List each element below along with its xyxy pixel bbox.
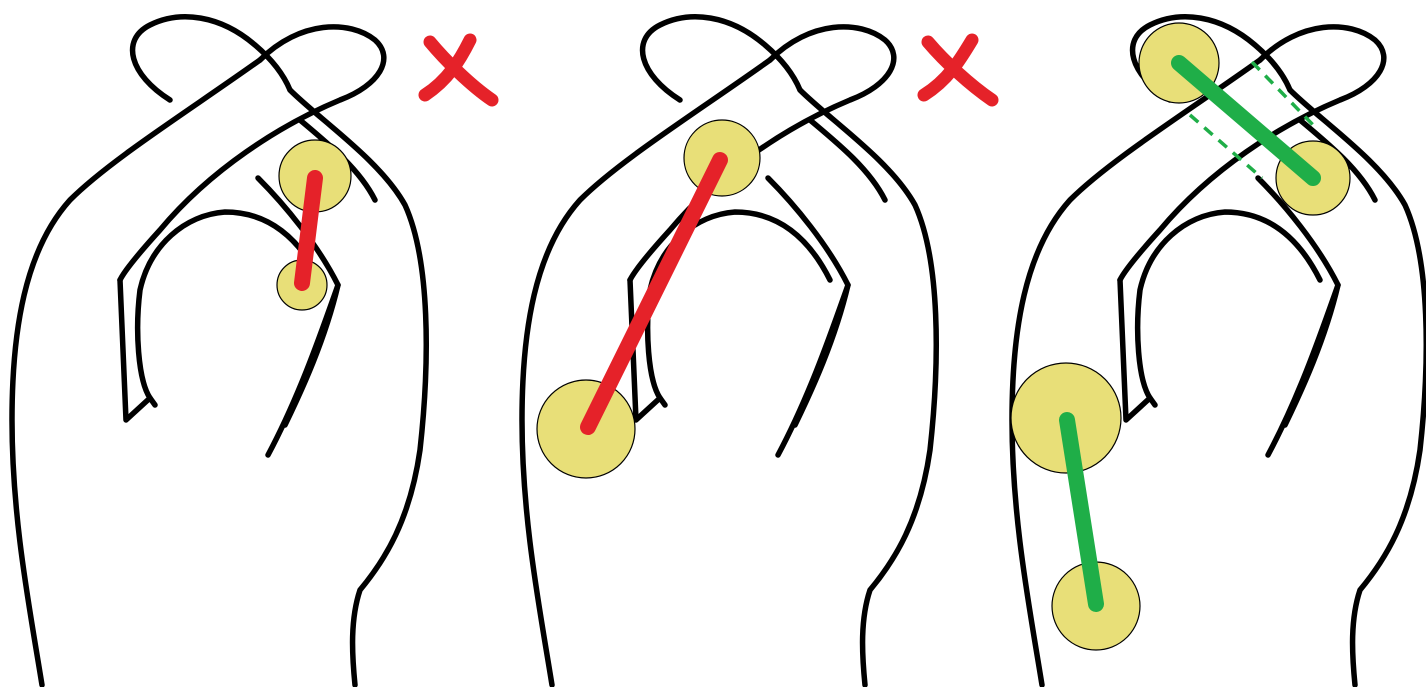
red-x-icon: [924, 40, 992, 100]
hand-outline-1: [12, 17, 426, 685]
red-x-icon: [425, 40, 492, 100]
panel-1-incorrect: [12, 17, 492, 685]
panel-3-correct: [1011, 17, 1426, 685]
dashed-guide-line: [1252, 62, 1318, 130]
hand-outline-2: [522, 17, 936, 685]
panel-2-incorrect: [522, 17, 992, 685]
